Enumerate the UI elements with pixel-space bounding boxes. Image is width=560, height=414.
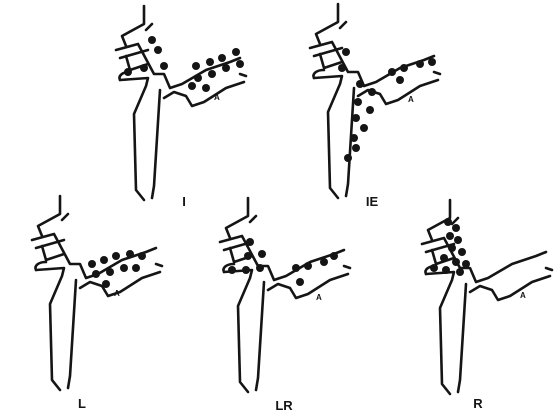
airway-outline-R xyxy=(422,200,552,394)
lymph-node-dot xyxy=(400,64,408,72)
lymph-node-dot xyxy=(138,252,146,260)
lymph-node-dot xyxy=(462,260,470,268)
lymph-node-dot xyxy=(132,264,140,272)
airway-outline-IE xyxy=(310,4,440,198)
airway-outline-LR xyxy=(220,198,350,392)
panel-IE: A IE xyxy=(310,4,440,209)
lymph-node-dot xyxy=(344,154,352,162)
lymph-node-dot xyxy=(456,268,464,276)
panel-R: A R xyxy=(422,200,552,411)
lymph-node-dot xyxy=(242,266,250,274)
lymph-node-dot xyxy=(338,64,346,72)
lymph-node-dot xyxy=(154,46,162,54)
lymph-node-dot xyxy=(222,64,230,72)
lymph-node-dot xyxy=(356,80,364,88)
panel-L: A L xyxy=(32,196,162,411)
lymph-node-dot xyxy=(88,260,96,268)
lymph-node-dot xyxy=(352,114,360,122)
lymph-node-dot xyxy=(92,270,100,278)
lymph-node-dot xyxy=(100,256,108,264)
lymph-node-dot xyxy=(440,254,448,262)
lymph-node-dot xyxy=(228,266,236,274)
lymph-node-dot xyxy=(428,58,436,66)
marker-A-L: A xyxy=(114,289,120,298)
lymph-node-dot xyxy=(416,60,424,68)
lymph-node-dot xyxy=(458,248,466,256)
panel-LR: A LR xyxy=(220,198,350,413)
lymph-node-dot xyxy=(442,266,450,274)
panel-I: A I xyxy=(116,6,246,209)
lymph-node-dot xyxy=(360,124,368,132)
lymph-node-dot xyxy=(160,62,168,70)
lymph-node-dot xyxy=(102,280,110,288)
lymph-node-dot xyxy=(366,106,374,114)
lymph-node-dot xyxy=(192,62,200,70)
marker-A-IE: A xyxy=(408,95,414,104)
lymph-node-dot xyxy=(124,68,132,76)
panel-label-L: L xyxy=(78,396,86,411)
lymph-node-dot xyxy=(342,48,350,56)
lymph-node-dot xyxy=(188,82,196,90)
lymph-node-dot xyxy=(452,224,460,232)
lymph-node-dot xyxy=(388,68,396,76)
lymph-node-dot xyxy=(256,264,264,272)
lymph-node-dot xyxy=(430,264,438,272)
lymph-node-dot xyxy=(368,88,376,96)
marker-A-I: A xyxy=(214,93,220,102)
panel-label-IE: IE xyxy=(366,194,379,209)
lymph-node-dot xyxy=(232,48,240,56)
lymph-node-dot xyxy=(454,236,462,244)
lymph-node-dot xyxy=(296,278,304,286)
lymph-node-dot xyxy=(140,64,148,72)
lymph-node-dot xyxy=(320,258,328,266)
airway-outline-I xyxy=(116,6,246,200)
lymph-node-dot xyxy=(206,58,214,66)
lymph-node-dot xyxy=(258,250,266,258)
lymph-node-dot xyxy=(304,262,312,270)
lymph-node-dot xyxy=(218,54,226,62)
marker-A-LR: A xyxy=(316,293,322,302)
lymph-node-dot xyxy=(396,76,404,84)
lymph-node-dot xyxy=(194,74,202,82)
lymph-node-dot xyxy=(352,144,360,152)
marker-A-R: A xyxy=(520,291,526,300)
lymph-node-dot xyxy=(202,84,210,92)
lymph-node-dot xyxy=(236,60,244,68)
panel-label-R: R xyxy=(473,396,483,411)
lymph-node-dot xyxy=(446,232,454,240)
lymph-node-dot xyxy=(244,252,252,260)
lymph-node-dot xyxy=(148,36,156,44)
lymph-node-dot xyxy=(448,244,456,252)
lymph-node-dot xyxy=(112,252,120,260)
lymph-node-dot xyxy=(120,264,128,272)
lymph-node-dot xyxy=(444,218,452,226)
lymph-node-dot xyxy=(208,70,216,78)
lymph-node-dot xyxy=(292,264,300,272)
panel-label-I: I xyxy=(182,194,186,209)
lymph-node-dot xyxy=(452,258,460,266)
lymph-node-dot xyxy=(350,134,358,142)
lymph-node-dot xyxy=(246,238,254,246)
panel-label-LR: LR xyxy=(275,398,293,413)
lymph-node-dot xyxy=(106,268,114,276)
airway-outline-L xyxy=(32,196,162,390)
lymph-node-dot xyxy=(126,250,134,258)
lymph-node-dot xyxy=(354,98,362,106)
lymph-node-dot xyxy=(330,252,338,260)
